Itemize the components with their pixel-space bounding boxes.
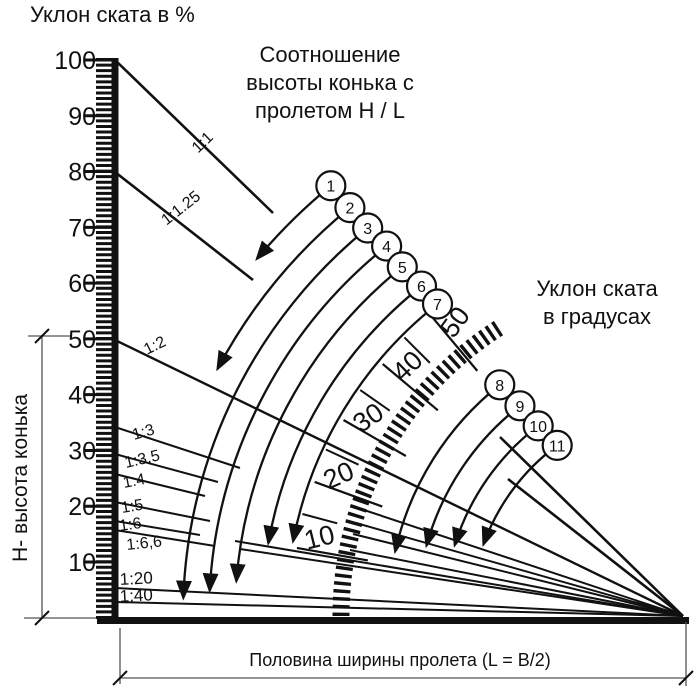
line-1-3-right	[360, 508, 684, 617]
axis-percent-label: 50	[68, 326, 96, 354]
line-1-1-left	[114, 59, 274, 214]
balloon-circle	[541, 429, 573, 461]
axis-percent-label: 30	[68, 437, 96, 465]
balloon-circle	[352, 212, 384, 244]
title-percent-scale: Уклон ската в %	[30, 2, 195, 27]
axis-percent-label: 20	[68, 493, 96, 521]
degree-label: 30	[347, 397, 389, 439]
dim-slashes	[34, 328, 694, 686]
degree-major-tick	[296, 546, 369, 562]
slope-lines	[114, 59, 684, 618]
balloon-leader-arrow	[452, 424, 539, 548]
title-ratio-line3: пролетом H / L	[255, 98, 405, 123]
balloon-circle	[334, 192, 366, 224]
balloon-circle	[315, 170, 347, 202]
degree-major-tick	[314, 480, 383, 508]
line-1-2	[114, 338, 684, 618]
ratio-label-1-1: 1:1	[189, 129, 217, 157]
ratio-label-1-40: 1:40	[119, 585, 153, 606]
label-half-span: Половина ширины пролета (L = В/2)	[249, 650, 550, 670]
ratio-label-1-6: 1:6	[118, 515, 142, 535]
axis-percent-label: 40	[68, 382, 96, 410]
title-ratio-line2: высоты конька с	[246, 70, 414, 95]
title-degrees-line2: в градусах	[543, 304, 651, 329]
line-1-3.5-left	[114, 453, 219, 483]
axis-percent-label: 90	[68, 103, 96, 131]
balloon-leader-arrow	[481, 444, 558, 548]
axis-percent-label: 60	[68, 270, 96, 298]
balloon-number: 5	[398, 260, 407, 277]
axis-percent-label: 100	[54, 47, 96, 75]
line-1-3-left	[114, 426, 241, 469]
degree-label: 10	[301, 519, 337, 555]
balloon-number: 7	[433, 297, 442, 314]
degree-minor-tick	[359, 389, 391, 412]
balloon-leader-arrow	[391, 383, 501, 555]
balloon-number: 4	[382, 239, 391, 256]
degree-minor-tick	[403, 336, 431, 364]
percent-axis: 100 90 80 70 60 50 40 30 20 10	[54, 47, 119, 621]
balloon-number: 8	[495, 378, 504, 395]
ratio-label-1-3: 1:3	[130, 421, 156, 444]
line-1-4-left	[114, 473, 206, 497]
balloon-number: 10	[529, 419, 547, 436]
slope-line-labels: 1:1 1:1.25 1:2 1:3 1:3,5 1:4 1:5 1:6 1:6…	[118, 129, 217, 606]
line-1-6.6-left	[114, 529, 216, 547]
line-1-3.5-right	[355, 522, 684, 617]
balloon-leader-arrow	[202, 245, 388, 594]
ratio-label-1-20: 1:20	[119, 568, 153, 589]
balloon-number: 11	[549, 438, 566, 455]
balloon-circle	[386, 251, 418, 283]
balloon-leader-arrow	[175, 227, 369, 601]
axis-percent-label: 10	[68, 549, 96, 577]
balloon-number: 2	[345, 201, 354, 218]
balloon-number: 9	[516, 399, 525, 416]
degree-minor-tick	[325, 448, 359, 466]
line-1-40	[114, 601, 684, 617]
ratio-label-1-6.6: 1:6,6	[126, 533, 163, 554]
degree-minor-tick	[302, 513, 338, 525]
balloon-circle	[522, 410, 554, 442]
degree-major-tick	[342, 419, 407, 457]
axis-percent-label: 70	[68, 214, 96, 242]
baseline	[97, 617, 689, 624]
balloon-circle	[504, 390, 536, 422]
title-ratio-line1: Соотношение	[260, 42, 401, 67]
ratio-label-1-3.5: 1:3,5	[123, 447, 162, 472]
degree-major-tick	[430, 315, 479, 372]
ratio-label-1-4: 1:4	[122, 471, 147, 492]
degree-arc-hatched	[332, 320, 504, 617]
line-1-1-right	[499, 436, 684, 617]
line-1-1.25-right	[507, 477, 684, 618]
balloon-circle	[484, 369, 516, 401]
degree-major-tick	[382, 363, 439, 412]
balloon-leader-arrow	[288, 303, 439, 544]
degree-label: 40	[386, 345, 428, 387]
balloon-number: 1	[326, 179, 335, 196]
line-1-6.6-right	[239, 548, 684, 617]
dimension-lines	[24, 328, 694, 686]
line-1-6-left	[114, 520, 201, 536]
balloon-circle	[421, 288, 454, 320]
line-1-1.25-left	[114, 170, 254, 282]
line-1-5-left	[114, 501, 211, 522]
balloon-leader-arrow	[216, 206, 351, 372]
balloon-leader-arrow	[423, 404, 521, 549]
ratio-label-1-5: 1:5	[120, 497, 145, 517]
label-ridge-height: H- высота конька	[9, 394, 32, 562]
line-1-5-right	[349, 549, 684, 617]
title-degrees-line1: Уклон ската	[536, 276, 658, 301]
balloon-number: 6	[417, 279, 426, 296]
axis-percent-label: 80	[68, 159, 96, 187]
balloon-leader-arrow	[263, 285, 423, 546]
line-1-4-right	[352, 533, 684, 617]
balloon-leader-arrow	[229, 265, 404, 584]
balloon-circle	[371, 230, 403, 262]
balloon-number: 3	[363, 221, 372, 238]
line-1-6-right	[234, 540, 684, 617]
